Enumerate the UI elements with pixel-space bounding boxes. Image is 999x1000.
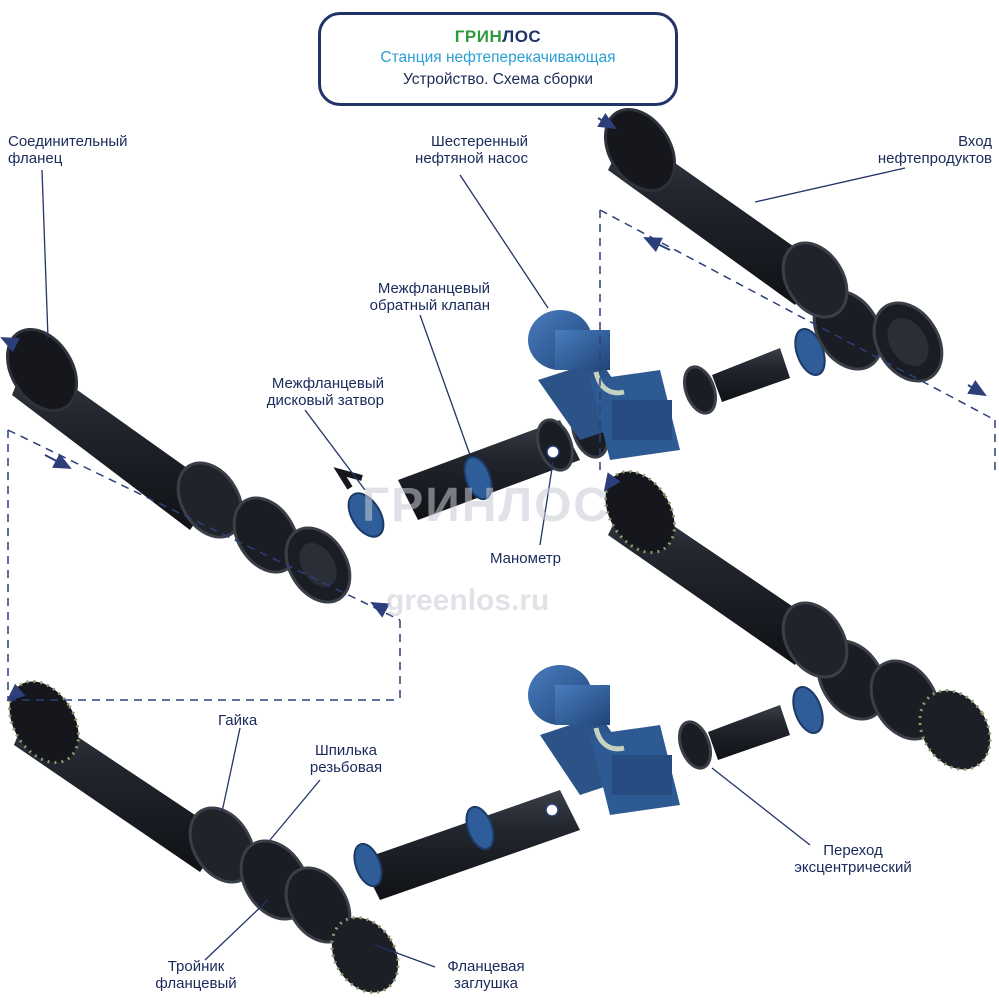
label-tee-line1: Тройник bbox=[167, 958, 225, 975]
brand-name: ГРИНЛОС bbox=[321, 27, 675, 47]
label-inlet-line2: нефтепродуктов bbox=[877, 150, 992, 167]
brand-green-part: ГРИН bbox=[454, 27, 503, 46]
label-stud: Шпилька резьбовая bbox=[298, 742, 394, 776]
watermark-site: greenlos.ru bbox=[386, 584, 550, 617]
upper-pump-unit bbox=[528, 310, 680, 460]
page-subtitle-2: Устройство. Схема сборки bbox=[403, 71, 593, 88]
label-connecting-flange-line1: Соединительный bbox=[8, 133, 128, 150]
lower-assembly bbox=[7, 469, 992, 994]
lower-right-pipe bbox=[603, 469, 849, 679]
upper-left-pipe bbox=[5, 327, 244, 539]
label-eccentric-reducer-line2: эксцентрический bbox=[794, 859, 912, 876]
label-gear-pump-line2: нефтяной насос bbox=[415, 150, 528, 167]
label-connecting-flange-line2: фланец bbox=[8, 150, 63, 167]
lower-middle-pipe bbox=[353, 790, 580, 900]
label-blind-flange-line2: заглушка bbox=[454, 975, 518, 992]
lower-left-pipe bbox=[7, 679, 256, 884]
leader-lines bbox=[41, 167, 906, 968]
label-butterfly-valve-line2: дисковый затвор bbox=[266, 392, 384, 409]
label-eccentric-reducer-line1: Переход bbox=[823, 842, 883, 859]
brand-dark-part: ЛОС bbox=[502, 27, 542, 46]
lower-left-tee bbox=[239, 839, 400, 994]
label-stud-line1: Шпилька bbox=[314, 742, 378, 759]
lower-right-section bbox=[677, 639, 992, 771]
label-blind-flange: Фланцевая заглушка bbox=[436, 958, 536, 992]
label-connecting-flange: Соединительный фланец bbox=[8, 133, 128, 167]
label-tee-line2: фланцевый bbox=[155, 975, 237, 992]
label-stud-line2: резьбовая bbox=[309, 759, 383, 776]
label-inlet-line1: Вход bbox=[958, 133, 992, 150]
lower-pump-unit bbox=[528, 665, 680, 815]
label-check-valve: Межфланцевый обратный клапан bbox=[320, 280, 490, 314]
upper-assembly bbox=[5, 107, 944, 604]
assembly-guides bbox=[7, 209, 996, 701]
label-gear-pump-line1: Шестеренный bbox=[430, 133, 528, 150]
label-eccentric-reducer: Переход эксцентрический bbox=[778, 842, 928, 876]
label-check-valve-line2: обратный клапан bbox=[369, 297, 490, 314]
label-blind-flange-line1: Фланцевая bbox=[447, 958, 525, 975]
title-box: ГРИНЛОС Станция нефтеперекачивающая Устр… bbox=[318, 12, 678, 106]
label-check-valve-line1: Межфланцевый bbox=[377, 280, 490, 297]
watermark-brand: ГРИНЛОС bbox=[362, 479, 611, 532]
upper-right-inlet-pipe bbox=[603, 107, 849, 319]
label-butterfly-valve: Межфланцевый дисковый затвор bbox=[230, 375, 384, 409]
upper-butterfly-valve bbox=[333, 467, 385, 538]
upper-left-tee bbox=[232, 496, 352, 604]
label-nut: Гайка bbox=[218, 712, 258, 729]
page-subtitle: Станция нефтеперекачивающая bbox=[380, 49, 616, 66]
label-butterfly-valve-line1: Межфланцевый bbox=[271, 375, 384, 392]
label-manometer: Манометр bbox=[490, 550, 562, 567]
label-gear-pump: Шестеренный нефтяной насос bbox=[370, 133, 528, 167]
label-tee: Тройник фланцевый bbox=[148, 958, 244, 992]
label-inlet: Вход нефтепродуктов bbox=[820, 133, 992, 167]
direction-arrows bbox=[0, 112, 987, 702]
